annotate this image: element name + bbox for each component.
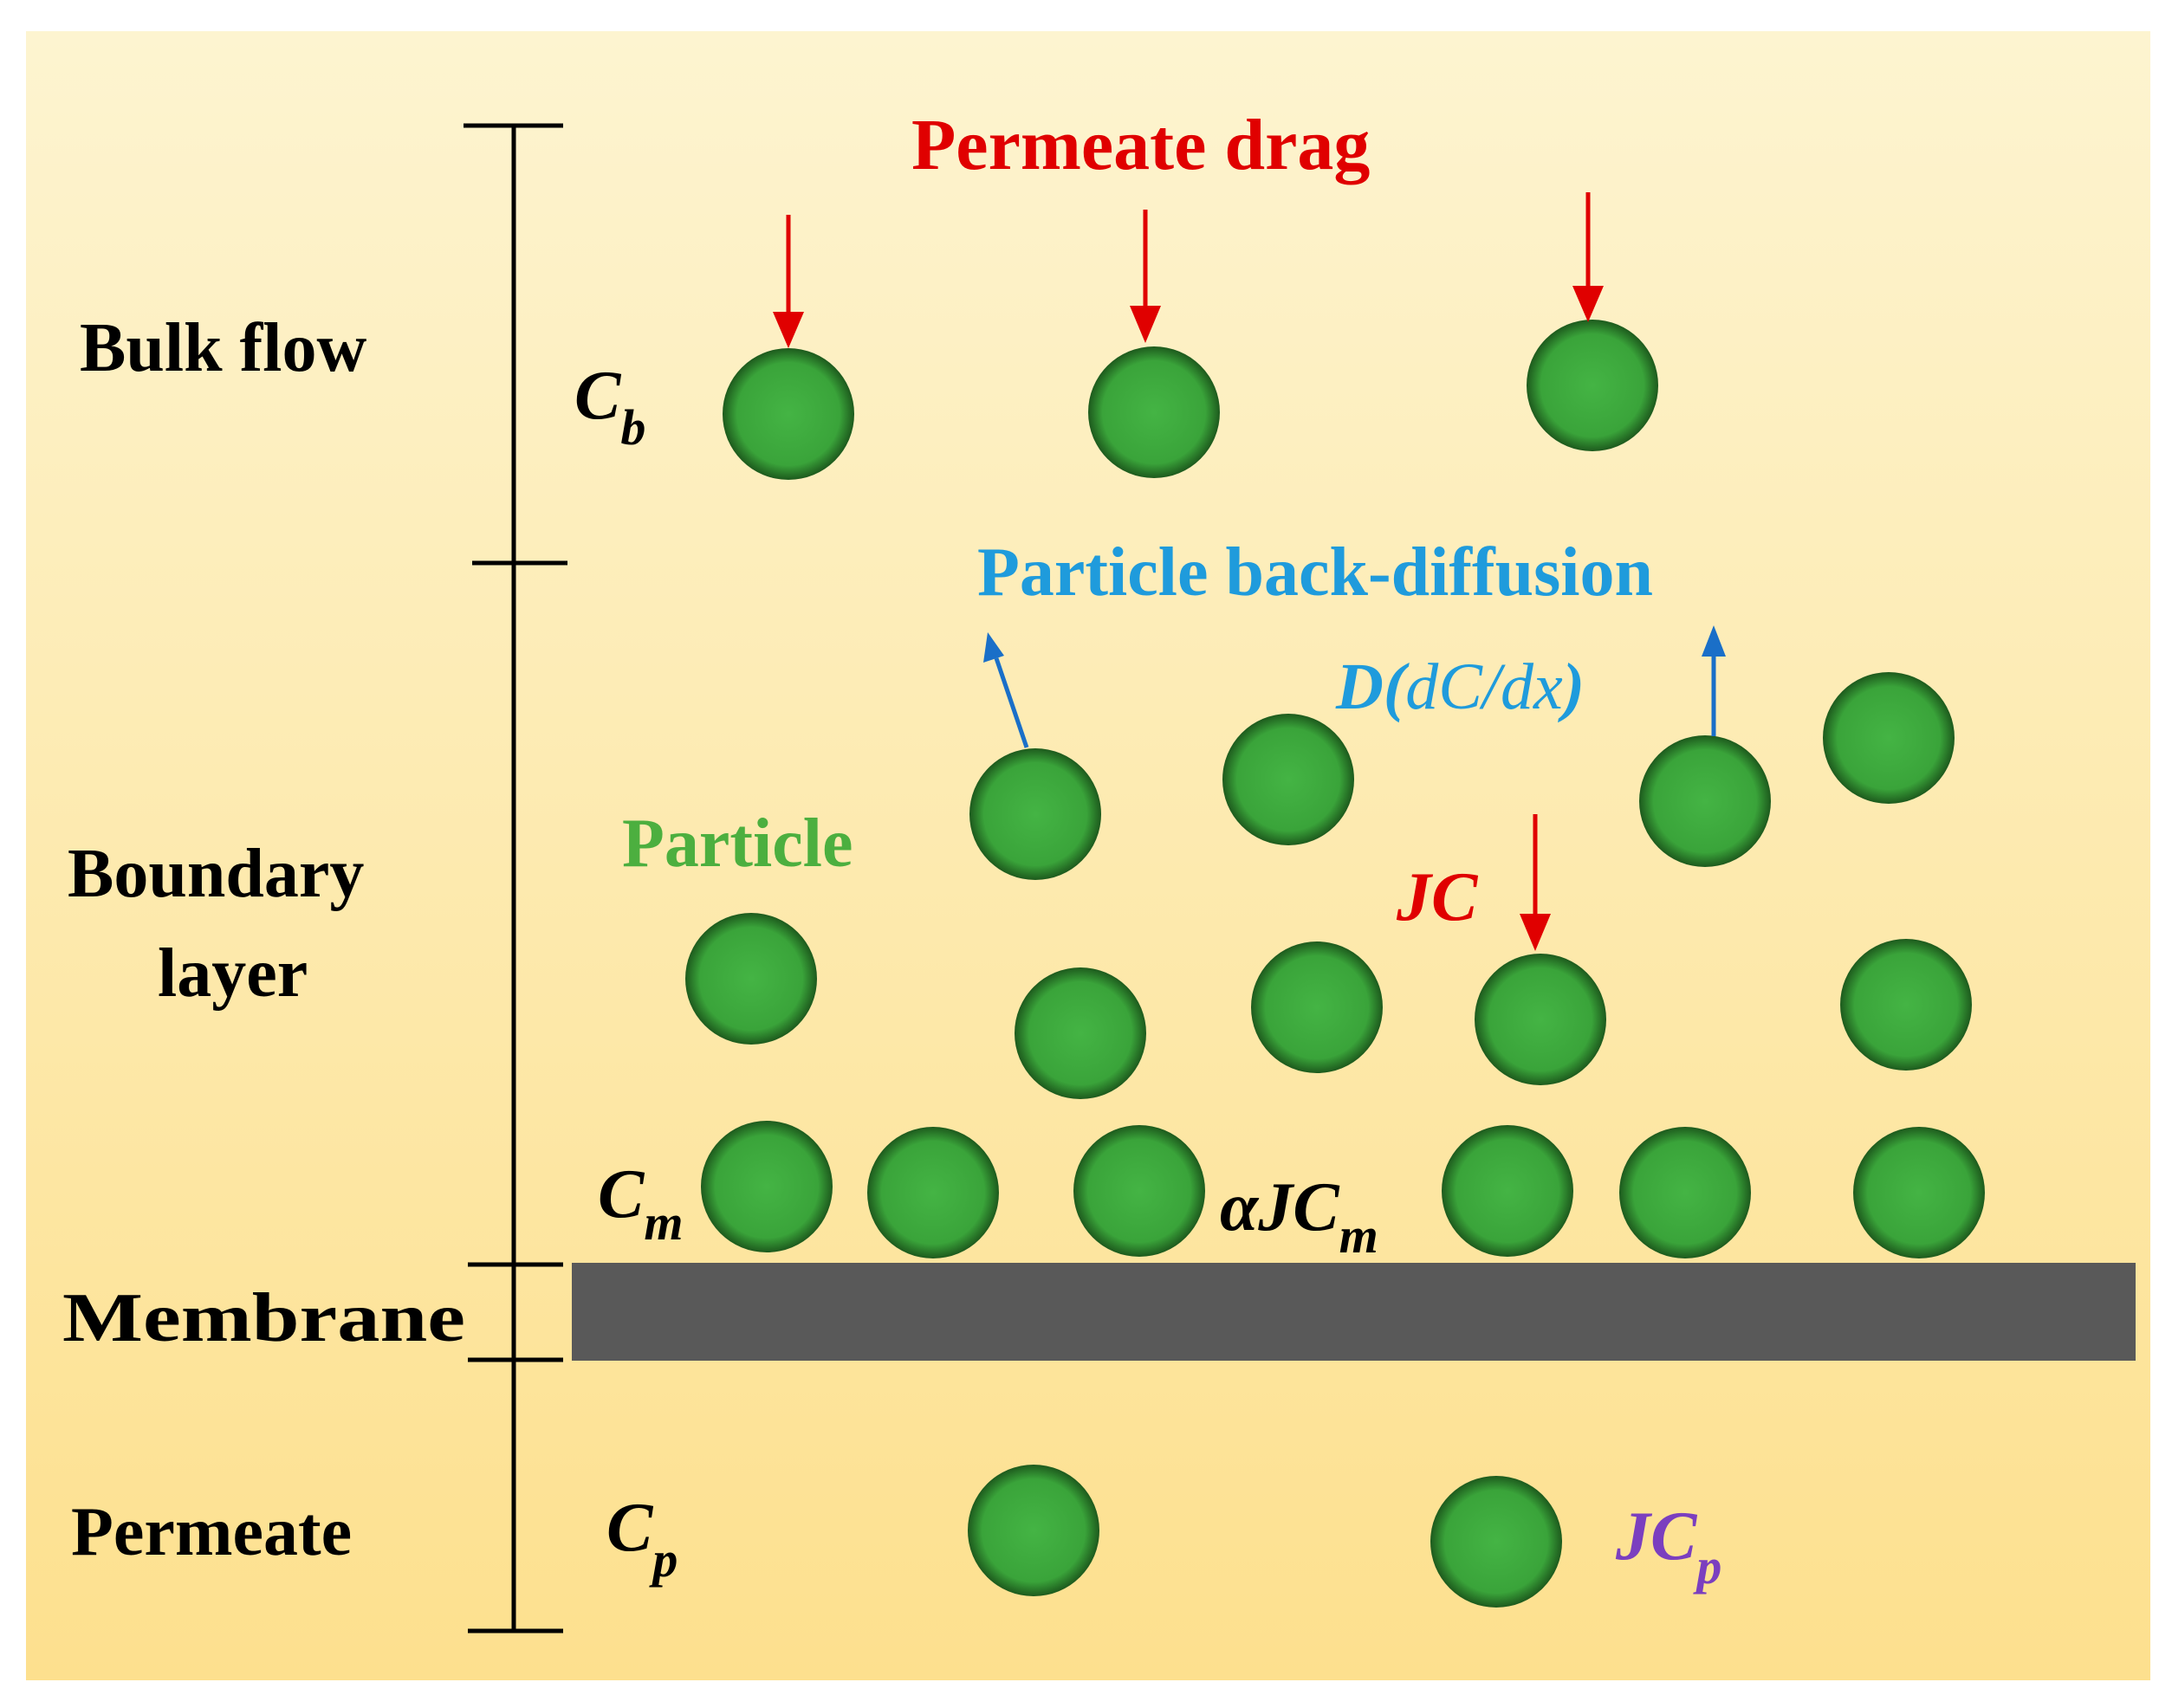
region-label-membrane: Membrane [62, 1280, 465, 1356]
jcp-label: JCp [1615, 1498, 1721, 1595]
particle-icon [1823, 672, 1955, 804]
back-diffusion-label: Particle back-diffusion [977, 534, 1653, 611]
region-label-layer: layer [158, 935, 308, 1012]
particle-icon [1442, 1125, 1573, 1257]
particle-icon [1840, 939, 1972, 1071]
permeate-drag-label: Permeate drag [911, 105, 1370, 185]
jc-label: JC [1396, 859, 1479, 935]
red-down-arrow-icon [773, 312, 804, 348]
particle-icon [969, 748, 1101, 880]
particle-icon [867, 1127, 999, 1258]
cm-label: Cm [598, 1156, 683, 1251]
particle-icon [1619, 1127, 1751, 1258]
cp-label: Cp [606, 1490, 678, 1588]
region-label-bulk-flow: Bulk flow [80, 310, 366, 386]
particle-icon [1222, 714, 1354, 845]
region-scale-ruler [464, 123, 567, 1634]
membrane-bar [572, 1263, 2136, 1361]
red-down-arrow-icon [1572, 286, 1604, 322]
particle-icon [701, 1121, 833, 1252]
particle-label: Particle [622, 805, 853, 882]
red-down-arrow-icon [1520, 914, 1551, 951]
background-panel [26, 31, 2150, 1680]
particle-icon [1015, 967, 1146, 1099]
particle-icon [1853, 1127, 1985, 1258]
blue-up-arrow-icon [994, 657, 1029, 748]
particle-icon [1073, 1125, 1205, 1257]
diffusion-term-label: D(dC/dx) [1335, 650, 1585, 723]
particle-icon [1527, 320, 1658, 451]
region-label-boundary: Boundary [68, 836, 364, 912]
blue-up-arrow-icon [983, 632, 1004, 663]
back-diffusion-arrows [983, 625, 1726, 748]
red-down-arrow-icon [1130, 306, 1161, 343]
region-label-permeate: Permeate [71, 1494, 352, 1570]
permeate-drag-arrows [773, 192, 1604, 951]
alpha-jcm-label: αJCm [1220, 1169, 1378, 1264]
particle-icon [1251, 941, 1383, 1073]
particle-icon [1430, 1476, 1562, 1608]
particle-icon [1639, 735, 1771, 867]
particle-icon [723, 348, 854, 480]
particle-icon [1088, 346, 1220, 478]
particle-icon [968, 1465, 1099, 1596]
blue-up-arrow-icon [1702, 625, 1726, 657]
particle-icon [685, 913, 817, 1045]
particles-group [685, 320, 1985, 1608]
particle-icon [1475, 954, 1606, 1085]
cb-label: Cb [574, 358, 645, 456]
